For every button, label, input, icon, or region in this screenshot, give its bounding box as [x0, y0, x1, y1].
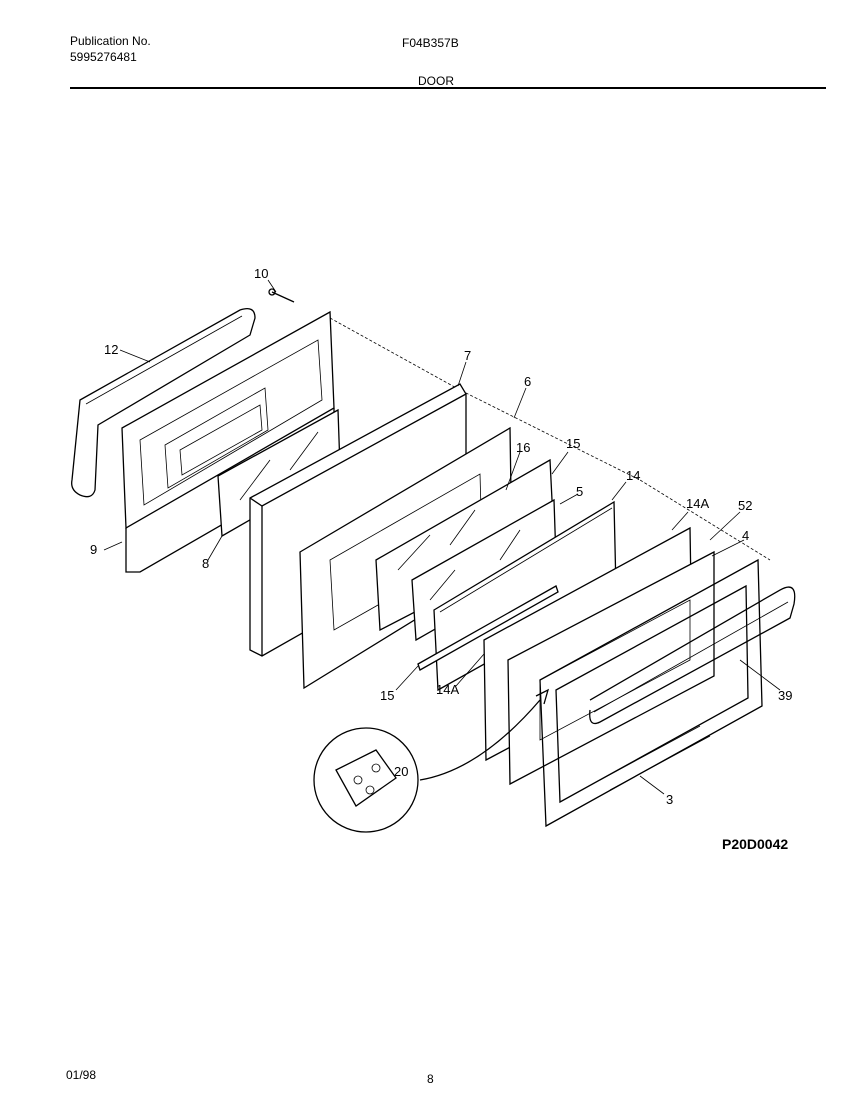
- publication-label: Publication No.: [70, 34, 151, 48]
- callout-52: 52: [738, 498, 752, 513]
- part-3-trim: [599, 725, 711, 791]
- model-number: F04B357B: [402, 36, 459, 50]
- part-9-inner-door: [121, 310, 335, 573]
- callout-4: 4: [742, 528, 749, 543]
- callout-39: 39: [778, 688, 792, 703]
- callout-9: 9: [90, 542, 97, 557]
- page-number: 8: [427, 1072, 434, 1086]
- section-title: DOOR: [418, 74, 454, 88]
- callout-5: 5: [576, 484, 583, 499]
- callout-14a-top: 14A: [686, 496, 709, 511]
- part-12-gasket: [71, 307, 256, 498]
- callout-6: 6: [524, 374, 531, 389]
- detail-20-bracket: [313, 688, 550, 833]
- part-15b-channel: [417, 585, 559, 671]
- callout-7: 7: [464, 348, 471, 363]
- part-52-panel: [507, 550, 715, 786]
- part-39-handle: [589, 586, 796, 725]
- callout-10: 10: [254, 266, 268, 281]
- callout-15: 15: [566, 436, 580, 451]
- header-rule: [70, 87, 826, 89]
- footer-date: 01/98: [66, 1068, 97, 1082]
- callout-16: 16: [516, 440, 530, 455]
- callout-15-bottom: 15: [380, 688, 394, 703]
- callout-20: 20: [394, 764, 408, 779]
- callout-14: 14: [626, 468, 640, 483]
- part-10-screw: [268, 288, 295, 303]
- explode-guide-line: [329, 317, 771, 561]
- callout-3: 3: [666, 792, 673, 807]
- leader-lines: [103, 279, 781, 795]
- publication-number: 5995276481: [70, 50, 137, 64]
- callout-14a-bottom: 14A: [436, 682, 459, 697]
- callout-8: 8: [202, 556, 209, 571]
- figure-code: P20D0042: [722, 836, 789, 852]
- callout-12: 12: [104, 342, 118, 357]
